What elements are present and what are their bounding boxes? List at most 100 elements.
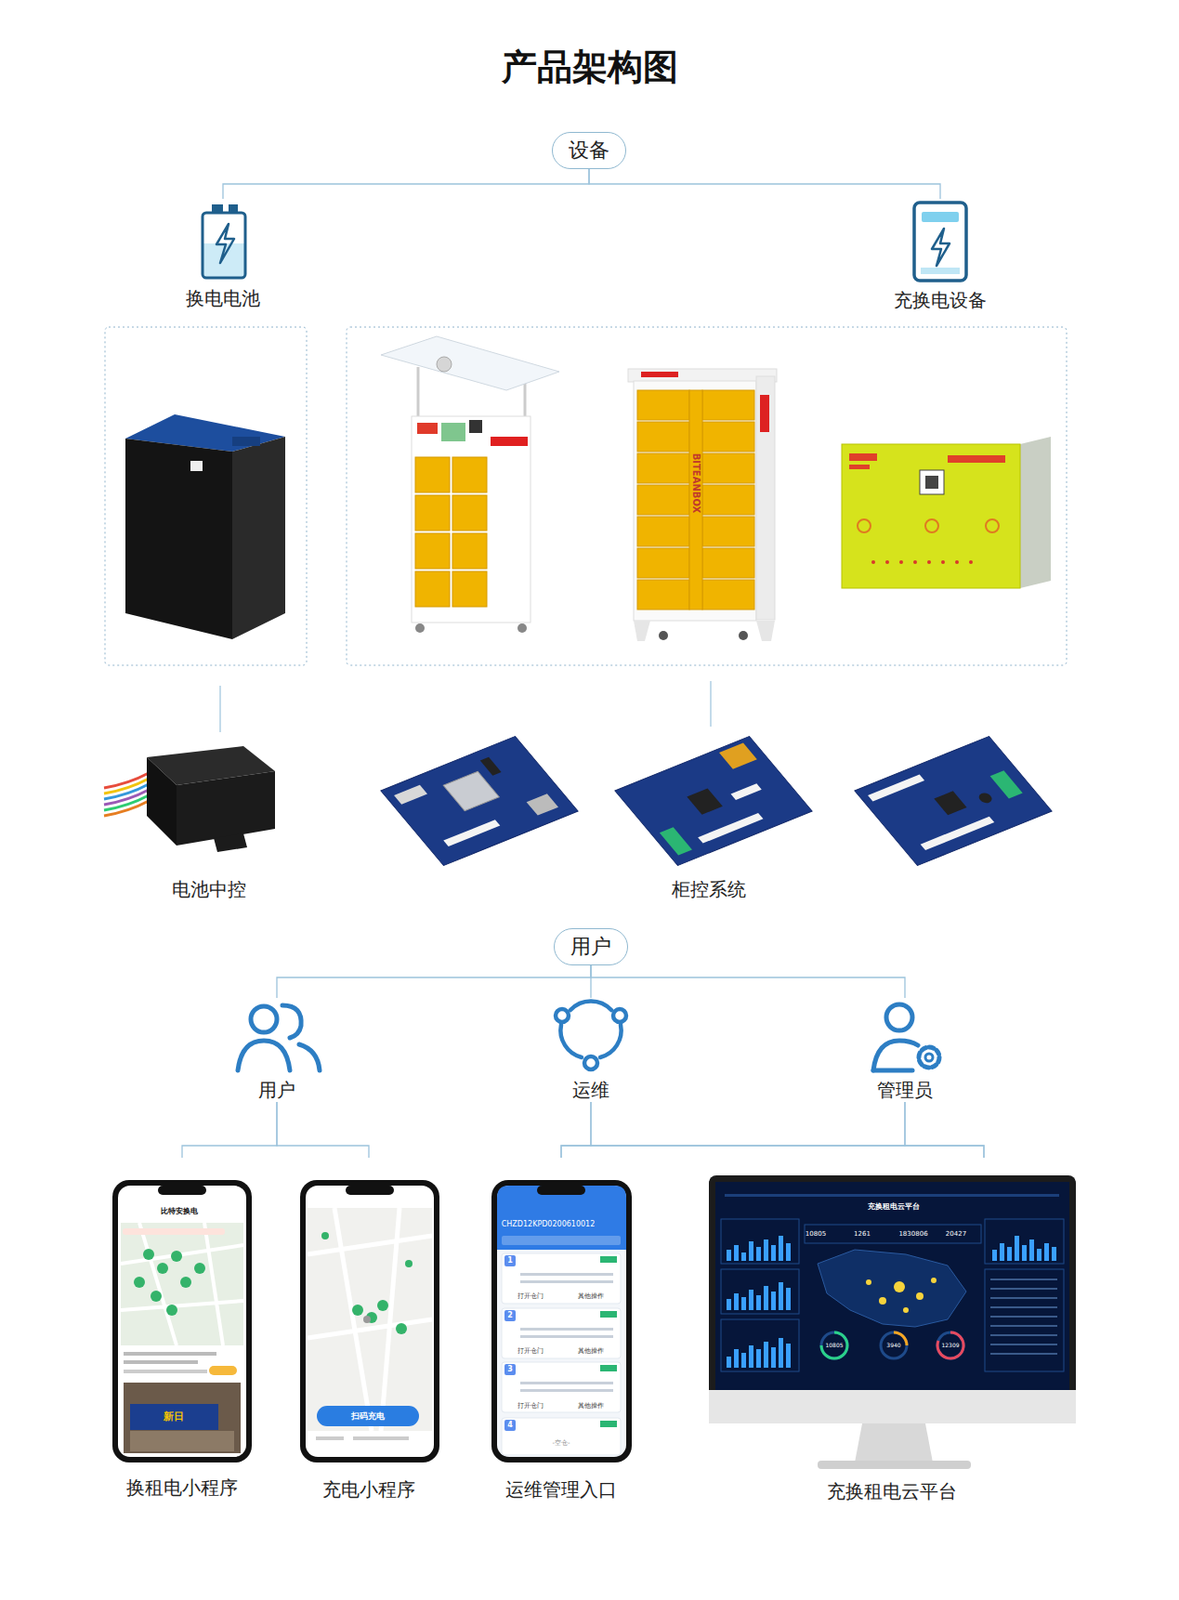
- node-text: 管理员: [877, 1077, 933, 1102]
- battery-controller-part: [176, 771, 276, 846]
- phone-mockup-part-part: [405, 1259, 413, 1268]
- monitor-mockup-part-part: [984, 1218, 1064, 1264]
- monitor-mockup-part-part: [990, 1306, 1058, 1309]
- charging-cabinet-part-part: [702, 579, 755, 610]
- monitor-mockup-part-part: [741, 1296, 747, 1310]
- leader-line-part: [219, 685, 221, 733]
- screen-label: 打开仓门: [517, 1401, 544, 1410]
- phone-mockup-part: [209, 1365, 237, 1376]
- monitor-mockup-part-part: [1044, 1243, 1049, 1261]
- screen-label: 12309: [941, 1342, 959, 1350]
- phone-mockup-part: [123, 1369, 208, 1374]
- monitor-mockup-part-part: [804, 1224, 982, 1244]
- admin-icon-part: [925, 1053, 933, 1062]
- phone-mockup-part: [120, 1222, 244, 1346]
- screen-label: 充换租电云平台: [867, 1202, 920, 1211]
- monitor-mockup-part-part: [990, 1278, 1058, 1281]
- phone-mockup-part: [504, 1255, 516, 1431]
- swap-cabinet-part-part: [415, 457, 450, 493]
- swap-cabinet-part: [436, 356, 452, 372]
- phone-mockup-part-part: [157, 1262, 169, 1274]
- monitor-mockup-part-part: [756, 1349, 761, 1368]
- tree-connector: [276, 965, 591, 998]
- monitor-mockup-part-part: [756, 1295, 761, 1310]
- charging-cabinet-part-part: [702, 453, 755, 484]
- node-text: 柜控系统: [671, 877, 747, 902]
- monitor-mockup-part-part: [763, 1239, 769, 1261]
- section-pill: 用户: [553, 928, 629, 966]
- monitor-mockup-part-part: [984, 1269, 1064, 1372]
- charging-cabinet-icon-part: [931, 228, 950, 266]
- user-icon-part: [299, 1044, 320, 1071]
- phone-mockup-part-part: [520, 1381, 614, 1385]
- phone-mockup-part: [307, 1207, 433, 1431]
- screen-label: 1: [507, 1256, 513, 1265]
- charging-cabinet-part: [756, 620, 775, 642]
- phone-mockup-part: [353, 1436, 409, 1441]
- phone-mockup-part-part: [501, 1362, 621, 1413]
- tree-connector: [590, 965, 905, 998]
- control-board-part: [659, 826, 693, 855]
- screen-label: 打开仓门: [517, 1292, 544, 1300]
- wall-charger-part: [919, 470, 944, 495]
- monitor-mockup-part-part: [733, 1244, 739, 1261]
- swap-battery: [125, 414, 286, 640]
- monitor-mockup-part-part: [778, 1235, 784, 1261]
- user-icon-part: [237, 1040, 290, 1071]
- screen-label: 2: [507, 1310, 513, 1320]
- ops-icon-part: [600, 1024, 622, 1058]
- phone-mockup-part-part: [504, 1255, 516, 1267]
- node-text: 充电小程序: [322, 1477, 416, 1502]
- phone-mockup-part: [497, 1185, 627, 1457]
- monitor-mockup-part-part: [878, 1296, 887, 1305]
- wall-charger-part: [985, 519, 999, 533]
- phone-mockup-part-part: [600, 1364, 617, 1372]
- screen-label: 其他操作: [577, 1401, 604, 1410]
- battery-controller: [104, 746, 276, 852]
- swap-cabinet-part: [417, 366, 420, 417]
- phone-mockup-part: [345, 1185, 394, 1195]
- monitor-mockup-part-part: [880, 1332, 907, 1359]
- swap-cabinet: [380, 336, 560, 633]
- dashed-frame: [104, 327, 1067, 666]
- node-text: 电池中控: [171, 877, 247, 902]
- admin-icon: [873, 1004, 940, 1071]
- monitor-mockup-part-part: [1014, 1235, 1020, 1261]
- screen-label: 打开仓门: [517, 1347, 544, 1355]
- phone-mockup-part-part: [520, 1388, 614, 1392]
- monitor-mockup-part-part: [990, 1343, 1058, 1346]
- control-board-part: [731, 783, 762, 800]
- leader-line: [220, 681, 711, 733]
- wall-charger-part: [857, 519, 871, 533]
- dashed-frame-part: [346, 327, 1067, 666]
- monitor-mockup-part: [990, 1278, 1058, 1355]
- phone-mockup-part: [501, 1253, 621, 1455]
- phone-mockup-part: [123, 1382, 241, 1454]
- wall-charger-part-part: [913, 560, 917, 564]
- node-text: 换电电池: [185, 286, 261, 311]
- monitor-mockup-part-part: [771, 1244, 776, 1261]
- monitor-mockup-part: [720, 1218, 1064, 1372]
- monitor-mockup-part-part: [930, 1277, 937, 1284]
- icon-node: 换电电池: [167, 198, 279, 311]
- swap-cabinet-part: [524, 380, 527, 417]
- section-pill: 设备: [551, 131, 627, 170]
- screen-label: 10805: [805, 1230, 826, 1238]
- monitor-mockup-part-part: [741, 1252, 747, 1261]
- swap-cabinet-part: [517, 623, 527, 633]
- monitor-mockup-part-part: [1036, 1248, 1042, 1261]
- control-board-part: [480, 757, 502, 776]
- phone-mockup-part: [130, 1430, 235, 1452]
- admin-icon-part: [886, 1004, 913, 1031]
- control-board-part: [380, 736, 578, 866]
- monitor-mockup-part: [726, 1235, 1057, 1368]
- wall-charger: [841, 436, 1051, 589]
- monitor-mockup-part: [821, 1332, 964, 1359]
- charging-cabinet-icon: [914, 202, 967, 281]
- battery-controller-part: [104, 800, 149, 816]
- ops-icon-part: [570, 1000, 612, 1010]
- monitor-mockup-part-part: [741, 1352, 747, 1368]
- screen-label: 1830806: [898, 1230, 928, 1238]
- monitor-mockup-part: [708, 1389, 1076, 1424]
